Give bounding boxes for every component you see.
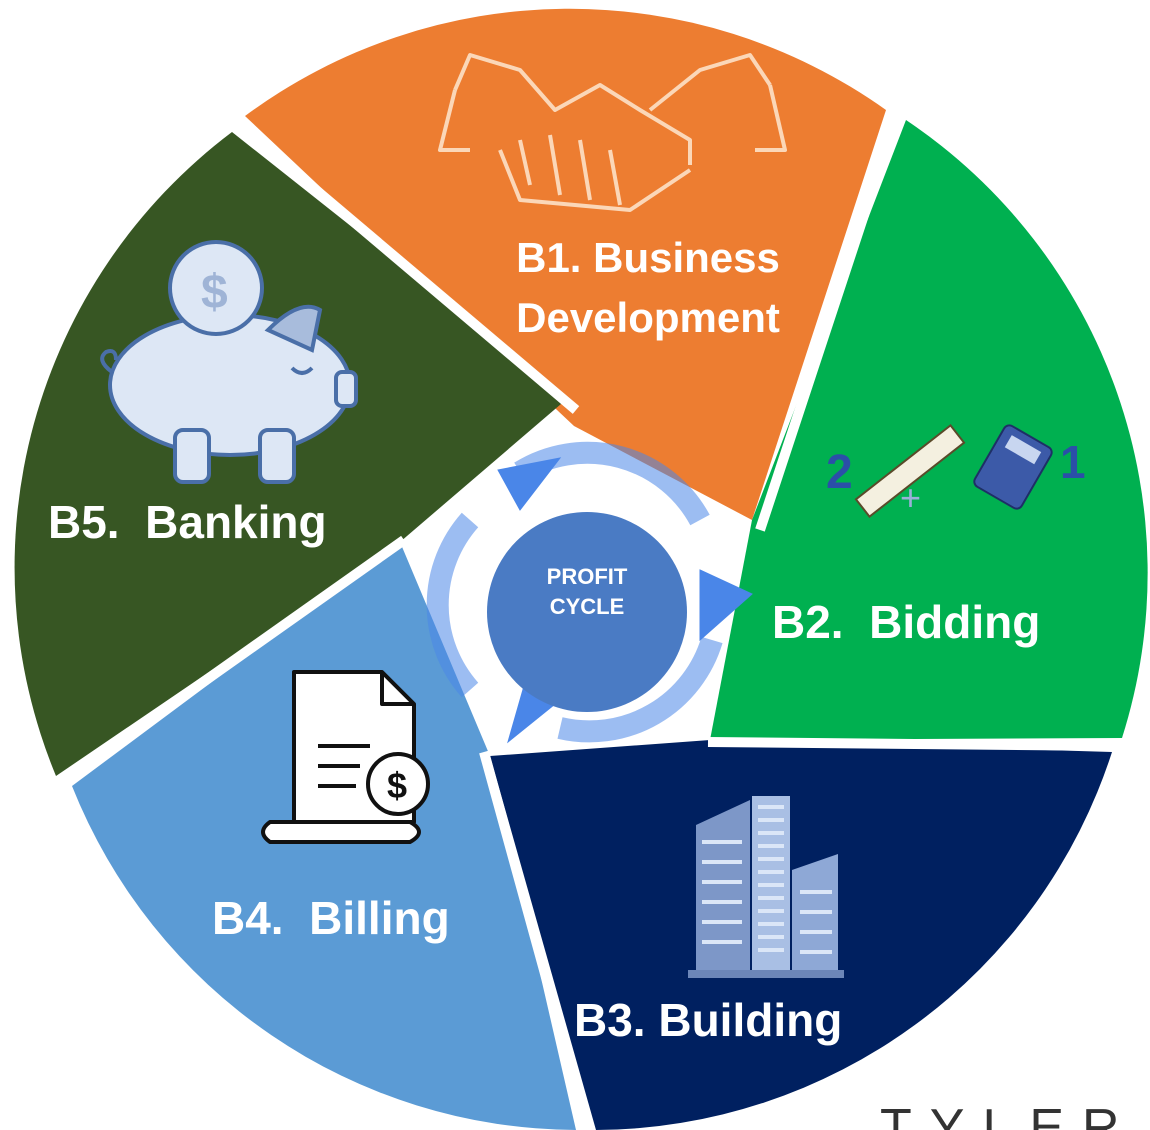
- handshake-icon: [438, 53, 787, 212]
- invoice-dollar-icon: $: [261, 670, 430, 844]
- center-subtitle: CYCLE: [549, 594, 625, 619]
- arrowhead: [699, 569, 753, 642]
- brand-wordmark: TYLER: [880, 1099, 1138, 1130]
- svg-text:$: $: [201, 266, 228, 319]
- segment-business-development: [245, 8, 886, 520]
- segment-separators: [59, 110, 1121, 1130]
- center-title: PROFIT: [546, 564, 628, 589]
- label-business-development: B1. Business Development: [516, 234, 780, 341]
- label-bidding: B2. Bidding: [772, 596, 1041, 648]
- label-building: B3. Building: [574, 994, 843, 1046]
- cycle-arrows-icon: [426, 441, 753, 744]
- svg-text:$: $: [387, 765, 407, 806]
- label-banking: B5. Banking: [48, 496, 327, 548]
- arrowhead: [497, 457, 562, 511]
- measurement-tools-icon: 2 + 1: [826, 423, 1086, 519]
- office-buildings-icon: [688, 796, 844, 978]
- svg-text:1: 1: [1060, 436, 1086, 488]
- center-circle: [487, 512, 687, 712]
- center-label: PROFIT CYCLE: [487, 562, 687, 622]
- segment-bidding: [710, 120, 1148, 740]
- label-billing: B4. Billing: [212, 892, 450, 944]
- svg-text:2: 2: [826, 446, 853, 499]
- piggy-bank-icon: $: [100, 240, 358, 484]
- svg-text:+: +: [900, 477, 921, 518]
